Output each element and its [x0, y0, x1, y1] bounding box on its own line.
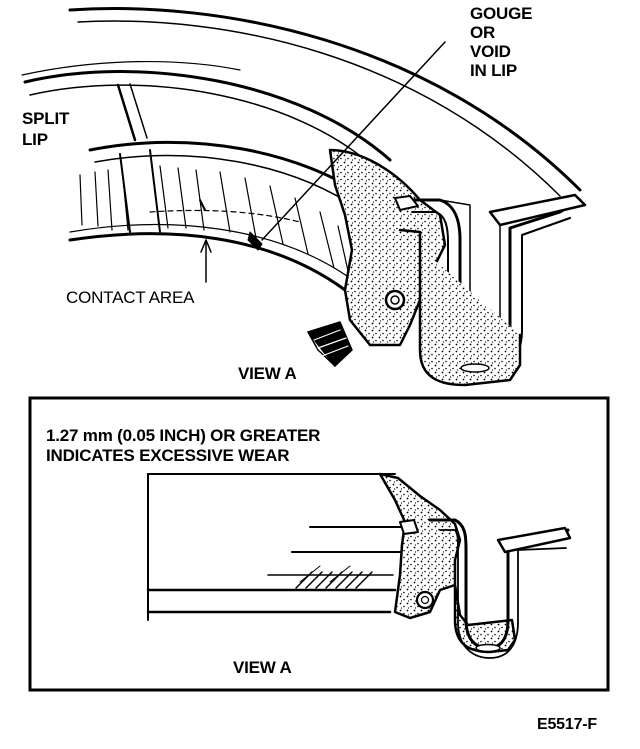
view-a-detail-frame: [28, 396, 610, 692]
wear-limit-note: 1.27 mm (0.05 INCH) OR GREATER INDICATES…: [46, 426, 321, 465]
seal-perspective-illustration: [21, 7, 587, 387]
seal-section-detail: [146, 472, 572, 659]
contact-area-label: CONTACT AREA: [66, 288, 195, 307]
split-lip-label: SPLIT LIP: [22, 109, 70, 149]
view-a-label-top: VIEW A: [238, 364, 297, 383]
view-a-label-detail: VIEW A: [233, 658, 292, 677]
figure-id: E5517-F: [537, 716, 597, 733]
gouge-label: GOUGE OR VOID IN LIP: [470, 4, 533, 80]
